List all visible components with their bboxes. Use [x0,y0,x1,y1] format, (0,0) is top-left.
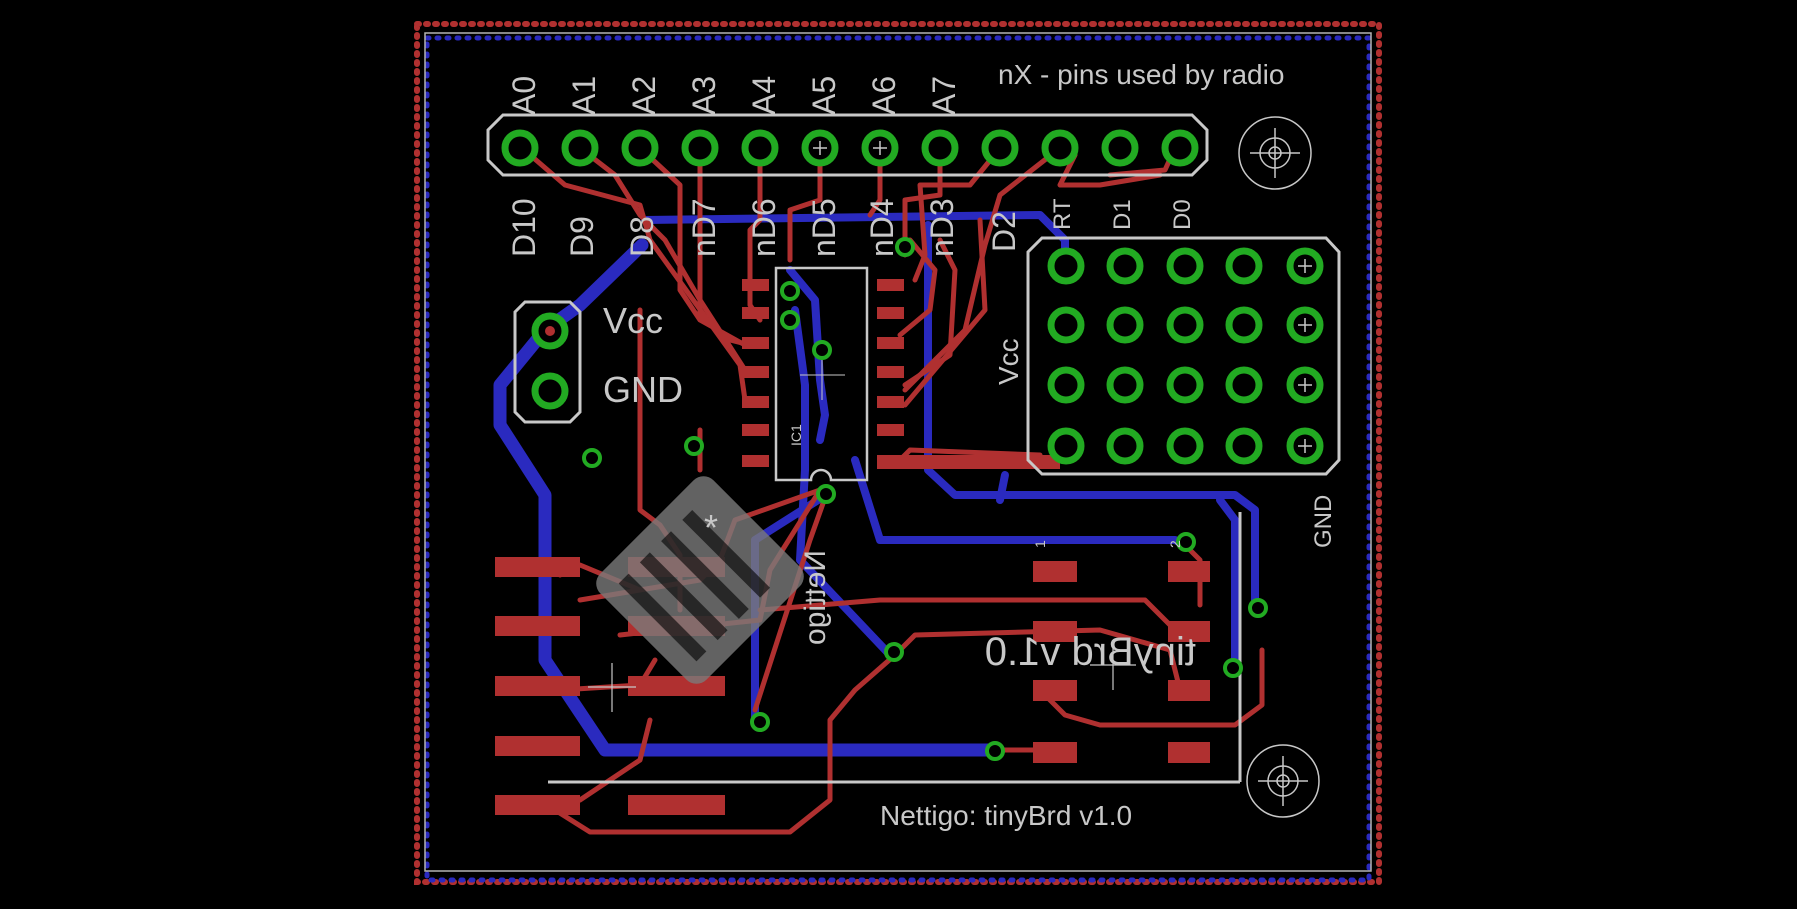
pin-label-nd7: nD7 [686,198,722,257]
nettigo-mirrored-logo-text: Nettigo [799,550,832,645]
pin-label-a3: A3 [686,76,722,115]
header-gnd-label: GND [1310,495,1337,548]
pad-cross-marks [813,141,887,155]
pin-label-a2: A2 [626,76,662,115]
pin-label-a7: A7 [926,76,962,115]
nettigo-logo: Nettigo [596,476,832,684]
top-pin-labels: A0 A1 A2 A3 A4 A5 A6 A7 [506,76,962,115]
header-vcc-label: Vcc [993,338,1024,385]
ic1-outline: IC1 [774,266,869,482]
pin-label-d8: D8 [624,216,660,257]
power-gnd-label: GND [603,369,683,410]
mounting-holes [1238,116,1320,818]
pin-label-d1: D1 [1109,199,1136,230]
header-outlines [486,113,1341,784]
pin-label-nd6: nD6 [746,198,782,257]
pin-label-a1: A1 [566,76,602,115]
pad-number-2: 2 [1167,540,1183,548]
board-outline [414,21,1382,885]
vcc-pad-dot [545,326,555,336]
pin-label-d2: D2 [986,211,1022,252]
mirrored-board-title: tinyBrd v1.0 [985,630,1196,674]
right-header-pads [1047,247,1324,465]
top-header-pads [501,129,1199,167]
pad-number-1: 1 [1032,540,1048,548]
pin-label-a6: A6 [866,76,902,115]
asterisk-mark: * [704,507,718,548]
pin-label-a5: A5 [806,76,842,115]
power-vcc-label: Vcc [603,300,663,341]
ic1-label: IC1 [788,424,804,446]
pin-label-a4: A4 [746,76,782,115]
pin-label-d9: D9 [564,216,600,257]
pin-label-a0: A0 [506,76,542,115]
pin-label-nd3: nD3 [924,198,960,257]
vias [582,237,1268,761]
pin-label-rt: RT [1049,198,1076,230]
smd-pads [495,279,1210,815]
bottom-pin-labels: D10 D9 D8 nD7 nD6 nD5 nD4 nD3 D2 RT D1 D… [506,198,1196,257]
pin-label-nd4: nD4 [864,198,900,257]
pin-label-d10: D10 [506,198,542,257]
pin-label-nd5: nD5 [806,198,842,257]
board-title: Nettigo: tinyBrd v1.0 [880,800,1132,831]
pin-label-d0: D0 [1169,199,1196,230]
right-header-plus-marks [1298,259,1312,453]
radio-note: nX - pins used by radio [998,59,1284,90]
